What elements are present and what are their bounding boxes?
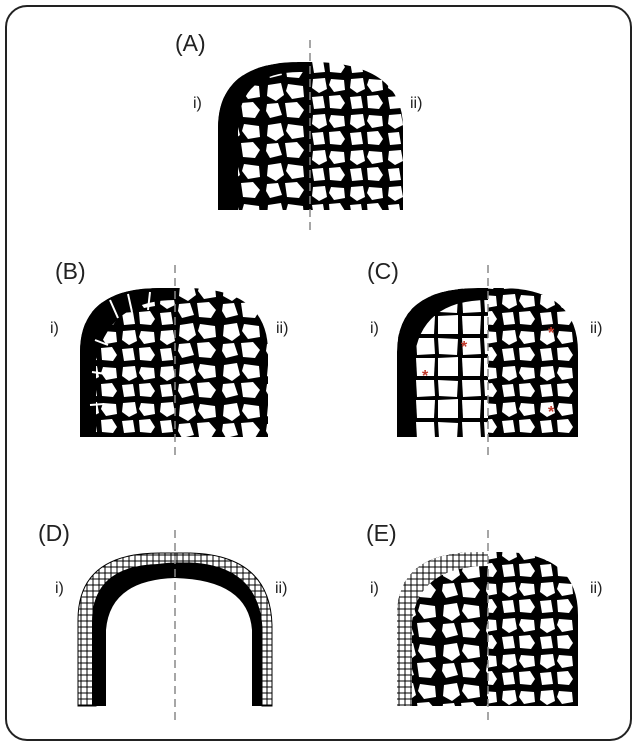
red-asterisk-icon: * [461, 339, 468, 356]
panel-e-arch [397, 530, 578, 725]
panel-b-arch [80, 265, 268, 460]
red-asterisk-icon: * [548, 404, 555, 421]
red-asterisk-icon: * [548, 325, 555, 342]
panel-d-arch [78, 530, 272, 725]
red-asterisk-icon: * [422, 368, 429, 385]
panel-a-arch [218, 40, 403, 232]
panel-c-arch: * * * * [397, 265, 578, 460]
